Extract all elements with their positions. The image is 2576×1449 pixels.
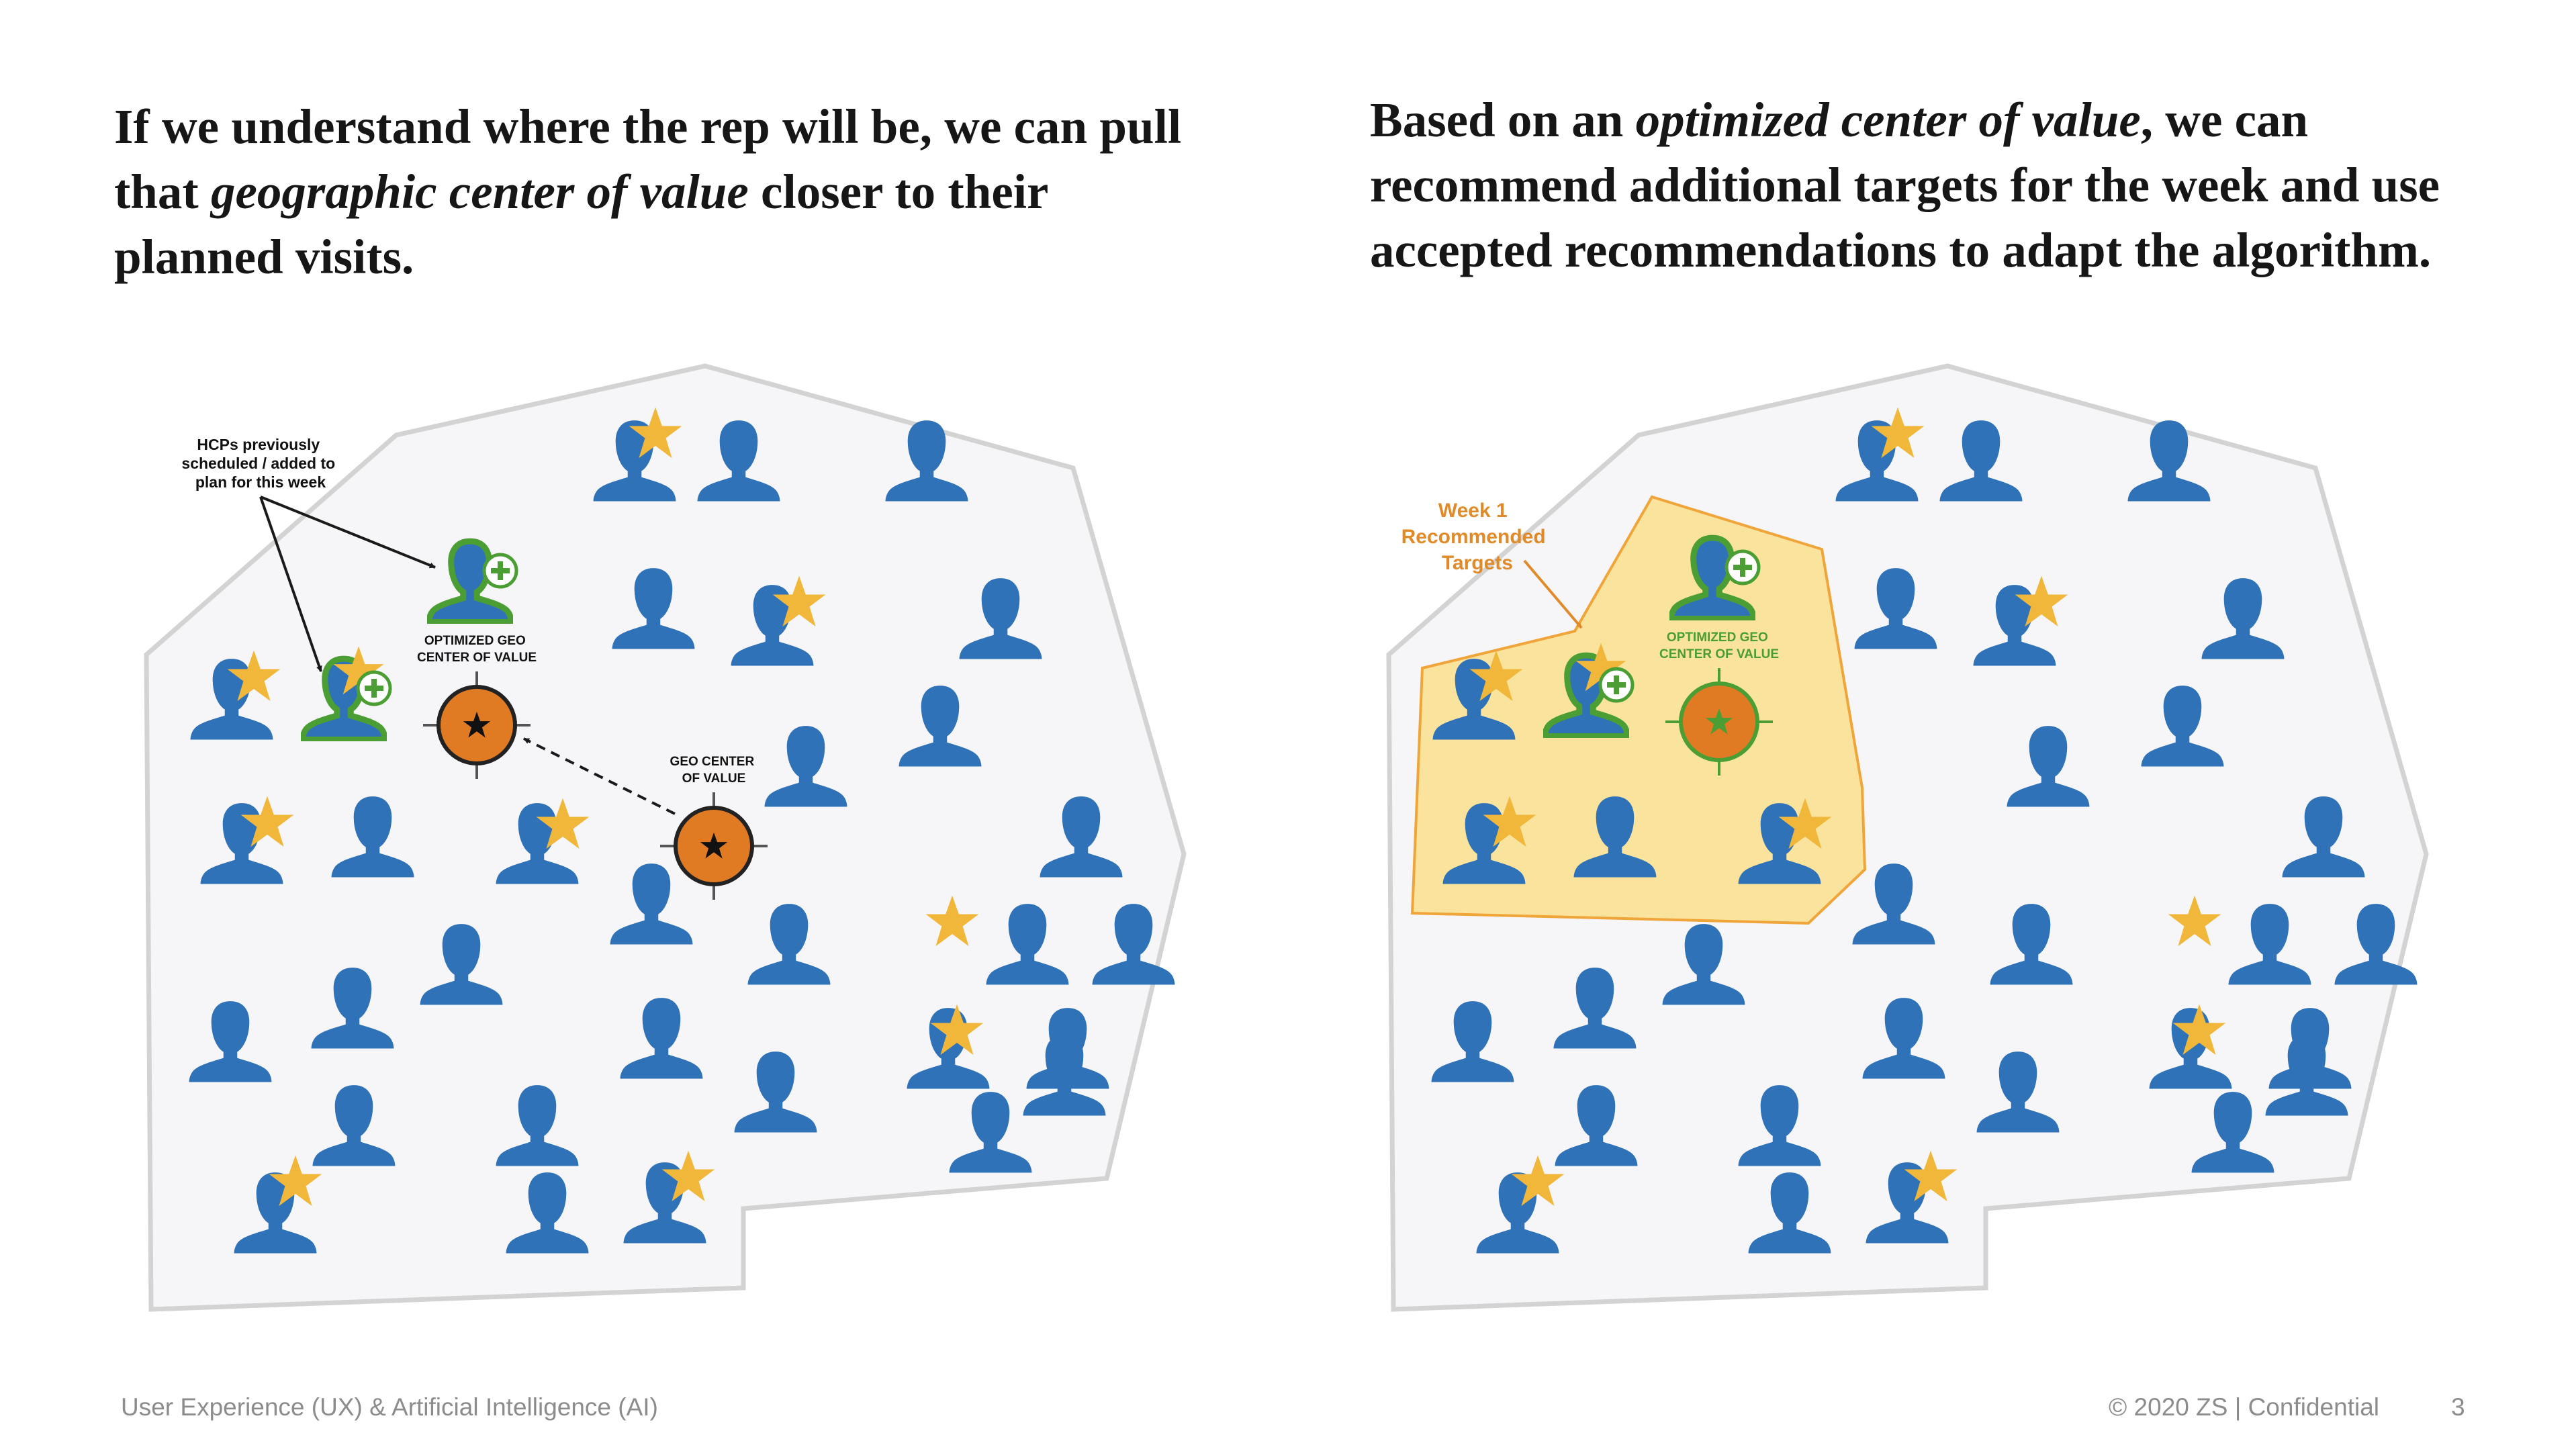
geo-center-target-icon: [660, 792, 768, 900]
planned-hcp-icon: [429, 541, 518, 622]
week-recommended-label: Week 1 Recommended Targets: [1401, 500, 1551, 574]
footer-left-text: User Experience (UX) & Artificial Intell…: [121, 1393, 658, 1421]
annotation-arrow-icon: [260, 496, 436, 569]
left-planned-hcp-group: [303, 541, 518, 740]
left-heading-part1: If we understand where the rep will be, …: [114, 99, 1182, 219]
left-heading-part2: closer to their planned visits.: [114, 165, 1048, 284]
optimized-center-target-icon: [423, 671, 531, 779]
plus-icon: [491, 561, 510, 580]
plus-icon: [1607, 675, 1626, 694]
right-heading: Based on an optimized center of value, w…: [1370, 87, 2525, 283]
right-optimized-center-label: OPTIMIZED GEO CENTER OF VALUE: [1659, 630, 1779, 661]
left-diagram: HCPs previously scheduled / added to pla…: [144, 363, 1187, 1312]
footer-copyright: © 2020 ZS | Confidential: [2109, 1393, 2379, 1421]
right-heading-italic: optimized center of value: [1635, 93, 2141, 147]
optimized-center-label: OPTIMIZED GEO CENTER OF VALUE: [417, 634, 537, 665]
geo-center-label: GEO CENTER OF VALUE: [670, 755, 758, 786]
plus-icon: [365, 679, 383, 698]
shift-arrow-icon: [523, 737, 676, 815]
left-heading: If we understand where the rep will be, …: [114, 94, 1189, 289]
page-number: 3: [2451, 1393, 2465, 1421]
planned-hcp-icon: [303, 646, 392, 740]
annotation-arrow-icon: [259, 496, 322, 672]
left-heading-italic: geographic center of value: [210, 165, 749, 219]
right-optimized-center-target-icon: [1665, 668, 1773, 776]
right-heading-part1: Based on an: [1370, 93, 1636, 147]
planned-hcp-icon: [1671, 538, 1761, 618]
right-heading-part2: , we can recommend additional targets fo…: [1370, 93, 2440, 277]
right-diagram: Week 1 Recommended Targets OPTIMIZED GEO…: [1386, 363, 2429, 1312]
plus-icon: [1733, 558, 1752, 577]
hcp-annotation-label: HCPs previously scheduled / added to pla…: [181, 436, 339, 491]
week-arrow-icon: [1523, 559, 1583, 629]
right-planned-hcp-group: [1545, 538, 1761, 737]
planned-hcp-icon: [1545, 643, 1635, 737]
